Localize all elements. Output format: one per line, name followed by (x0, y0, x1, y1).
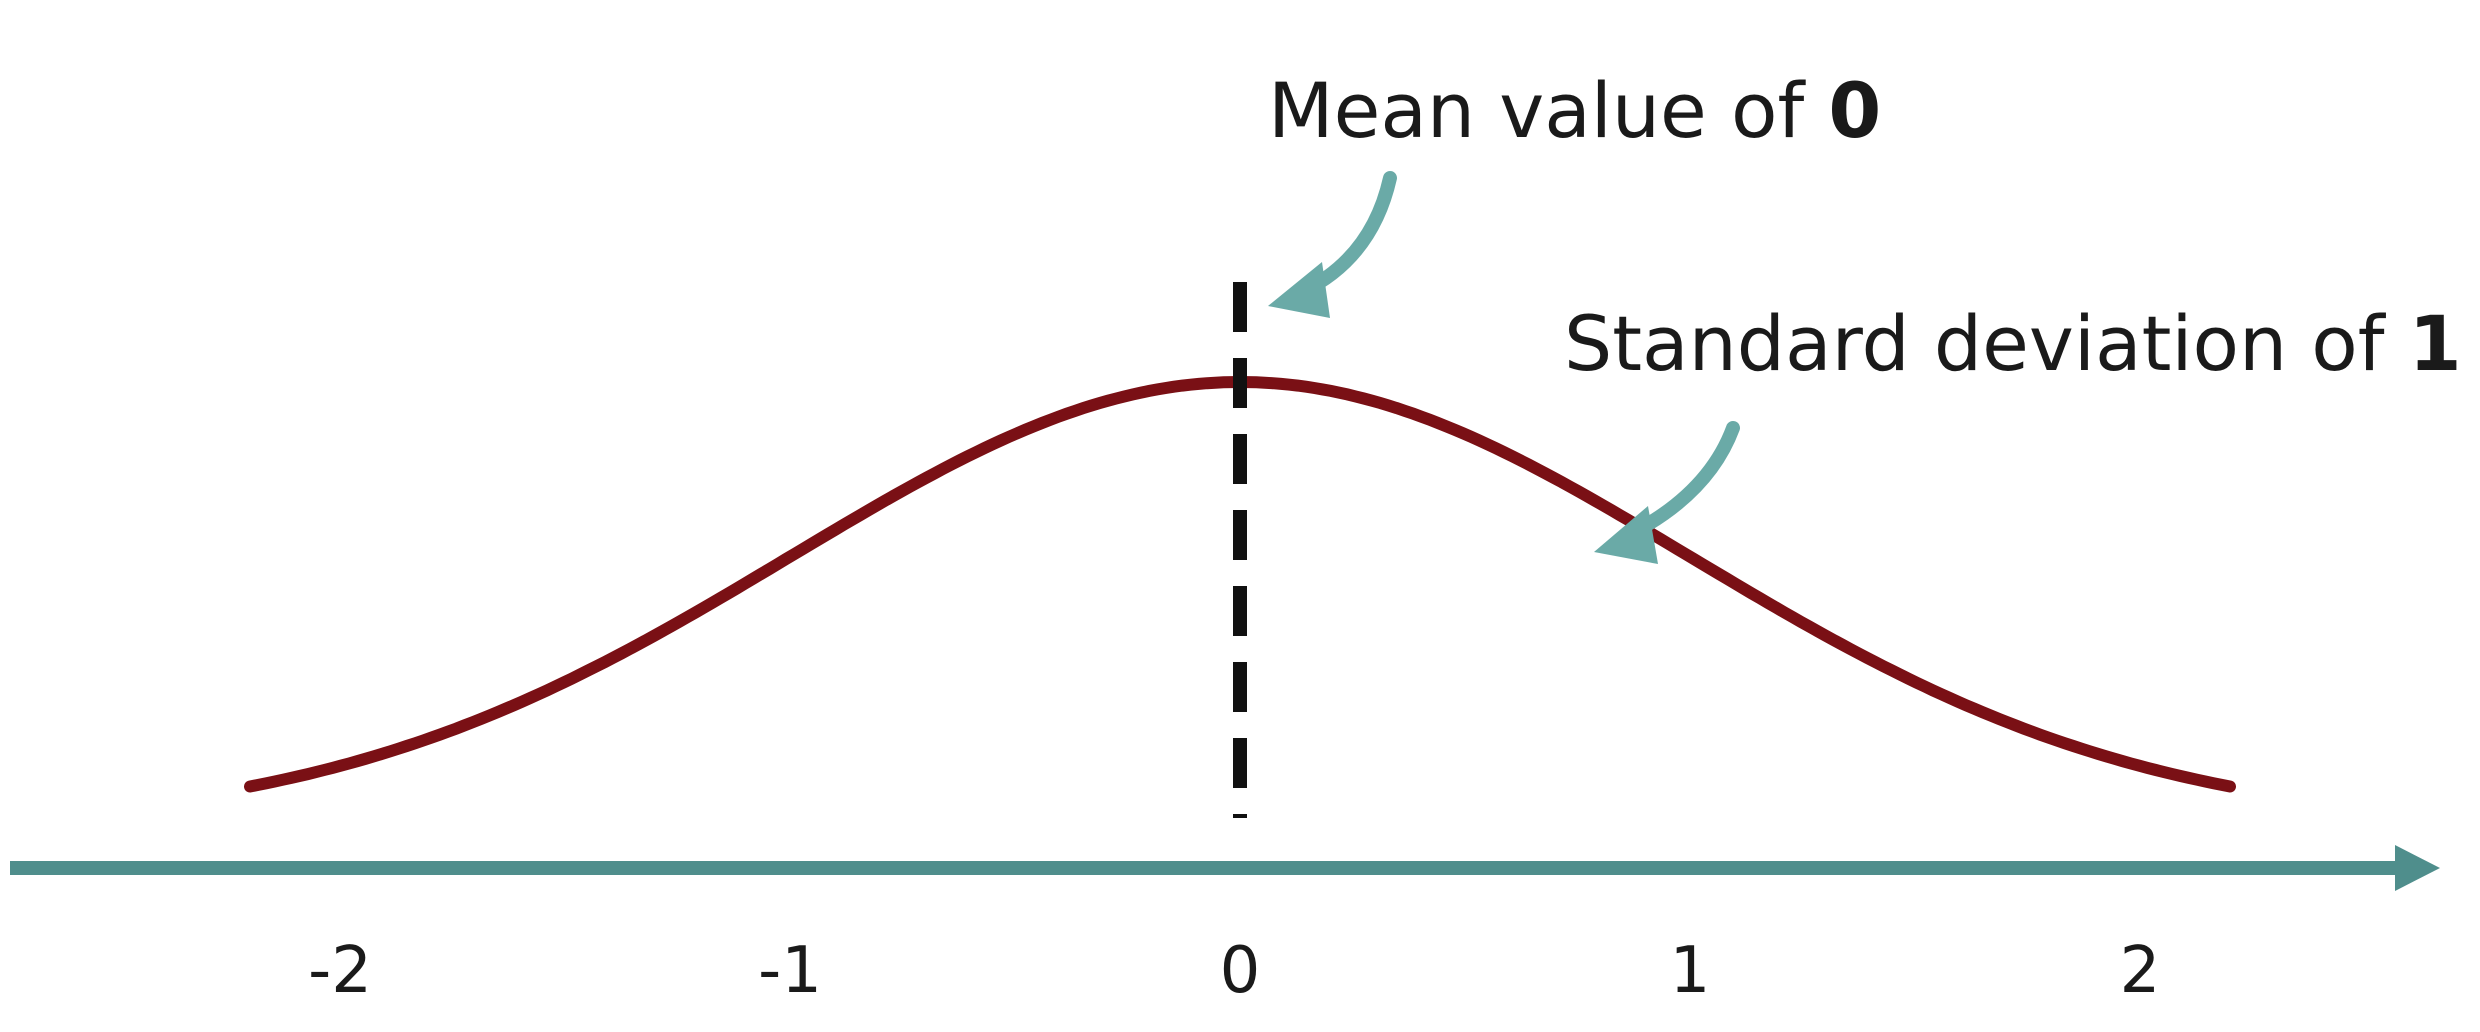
mean-annotation-value: 0 (1828, 66, 1881, 155)
x-tick-label: -1 (758, 934, 822, 1008)
std-annotation-value: 1 (2409, 299, 2462, 388)
mean-annotation: Mean value of 0 (1268, 66, 1881, 155)
std-annotation-prefix: Standard deviation of (1564, 299, 2409, 388)
x-tick-label: 1 (1670, 934, 1711, 1008)
x-tick-label: 2 (2120, 934, 2161, 1008)
mean-annotation-prefix: Mean value of (1268, 66, 1828, 155)
x-tick-label: 0 (1220, 934, 1261, 1008)
std-pointer-arrow (1631, 421, 1740, 537)
std-annotation: Standard deviation of 1 (1564, 299, 2462, 388)
x-tick-label: -2 (308, 934, 372, 1008)
mean-pointer-arrowhead-icon (1268, 262, 1330, 318)
x-axis-arrowhead-icon (2395, 845, 2440, 891)
std-pointer-arrowhead-icon (1594, 506, 1658, 564)
x-tick-labels: -2 -1 0 1 2 (308, 934, 2160, 1008)
